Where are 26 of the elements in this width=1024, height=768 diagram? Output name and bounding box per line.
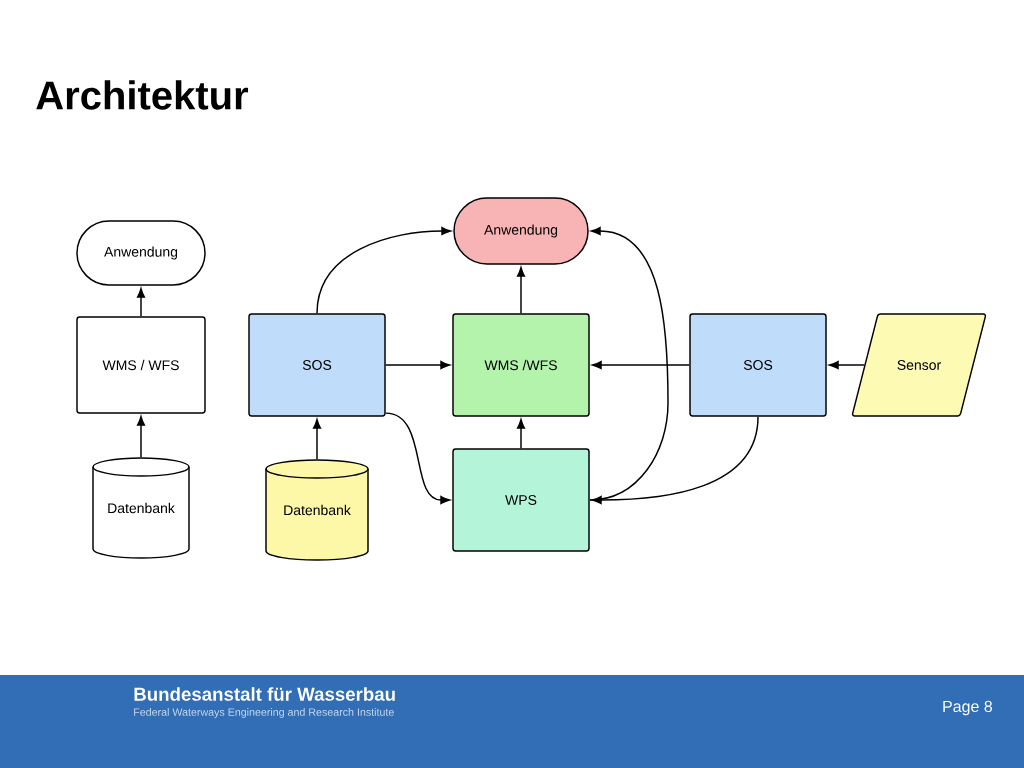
arrow	[385, 412, 451, 505]
arrow	[516, 266, 526, 314]
arrow	[385, 360, 451, 370]
terminal-box: Anwendung	[76, 220, 206, 286]
arrow	[591, 360, 690, 370]
arrow	[516, 418, 526, 449]
page-number: Page 8	[943, 700, 992, 716]
database-cylinder: Datenbank	[265, 459, 369, 561]
arrow	[589, 226, 669, 501]
arrow	[828, 360, 865, 370]
arrow	[591, 416, 759, 505]
arrow	[136, 287, 146, 317]
slide-title: Architektur	[36, 80, 249, 110]
organization-subtitle: Federal Waterways Engineering and Research Institute	[134, 708, 394, 718]
process-box: SOS	[689, 313, 827, 417]
process-box: WPS	[452, 448, 590, 552]
terminal-box: Anwendung	[453, 197, 589, 265]
database-cylinder: Datenbank	[92, 457, 190, 559]
arrow	[312, 418, 322, 460]
process-box: WMS /WFS	[452, 313, 590, 417]
organization-name: Bundesanstalt für Wasserbau	[134, 687, 395, 701]
arrow	[136, 415, 146, 458]
process-box: WMS / WFS	[76, 316, 206, 414]
input-parallelogram: Sensor	[851, 313, 987, 417]
arrow	[316, 226, 452, 314]
process-box: SOS	[248, 313, 386, 417]
